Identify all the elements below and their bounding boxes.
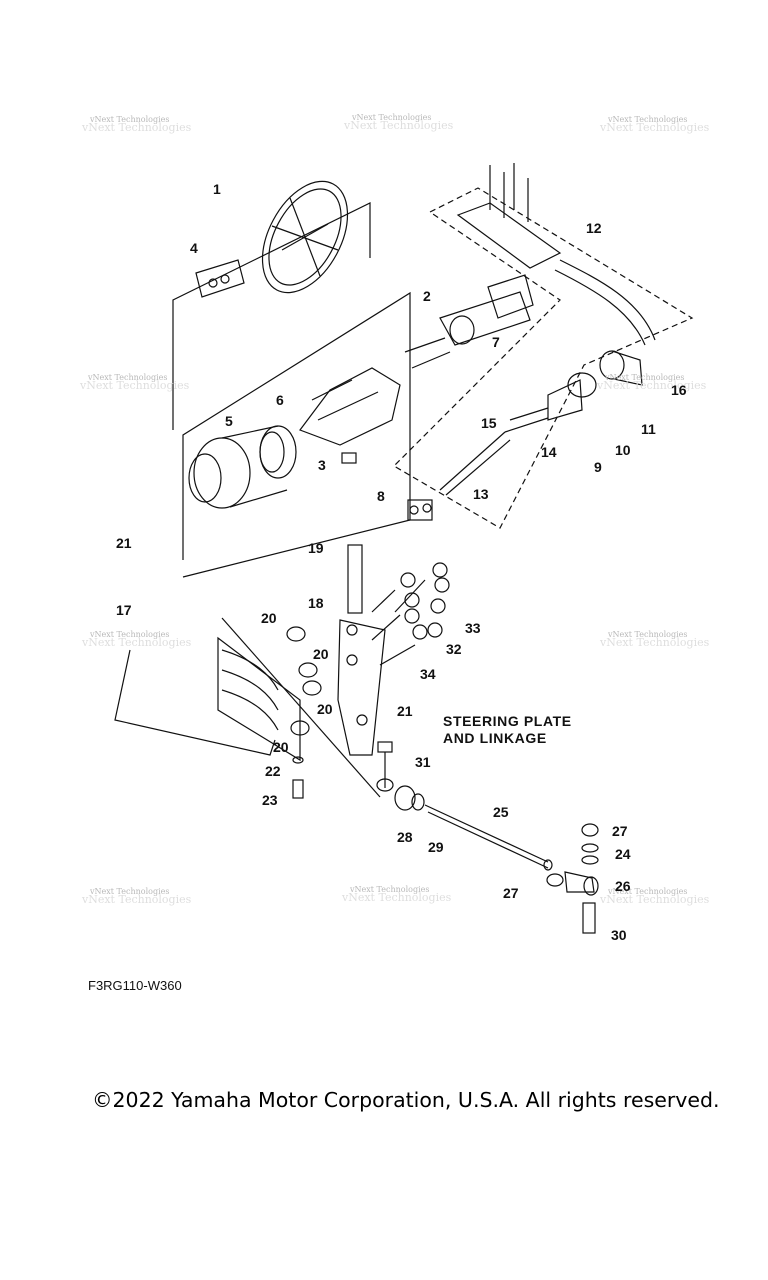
bracket-7 xyxy=(404,291,531,369)
section-title: STEERING PLATE AND LINKAGE xyxy=(443,713,572,747)
callout-label: 32 xyxy=(446,641,462,657)
callout-label: 30 xyxy=(611,927,627,943)
figure-code: F3RG110-W360 xyxy=(88,978,182,993)
boot-16 xyxy=(599,350,643,386)
callout-label: 11 xyxy=(641,421,656,437)
callout-label: 7 xyxy=(492,334,500,350)
copyright-notice: ©2022 Yamaha Motor Corporation, U.S.A. A… xyxy=(92,1088,720,1112)
ball-joint-28 xyxy=(376,778,425,811)
helm-mechanism xyxy=(299,367,401,464)
callout-label: 22 xyxy=(265,763,281,779)
callout-label: 23 xyxy=(262,792,278,808)
bolt-31 xyxy=(377,741,393,788)
callout-label: 1 xyxy=(213,181,221,197)
callout-label: 17 xyxy=(116,602,132,618)
callout-label: 18 xyxy=(308,595,324,611)
callout-label: 14 xyxy=(541,444,557,460)
tie-rod-25 xyxy=(424,804,553,871)
callout-label: 12 xyxy=(586,220,602,236)
cable-group-dashed-frame xyxy=(393,187,694,529)
callout-label: 10 xyxy=(615,442,631,458)
callout-label: 20 xyxy=(313,646,329,662)
plate-group-frame xyxy=(114,649,276,756)
joint-26 xyxy=(546,823,599,934)
callout-label: 2 xyxy=(423,288,431,304)
callout-label: 15 xyxy=(481,415,497,431)
section-title-line1: STEERING PLATE xyxy=(443,713,572,729)
section-title-line2: AND LINKAGE xyxy=(443,730,547,746)
cable-mount-12 xyxy=(456,163,656,346)
callout-label: 3 xyxy=(318,457,326,473)
bolt-23 xyxy=(292,756,304,799)
steering-wheel xyxy=(261,180,349,294)
wheel-group-frame xyxy=(172,202,371,430)
clips-20 xyxy=(286,626,322,736)
callout-label: 21 xyxy=(116,535,132,551)
steering-plate xyxy=(217,636,301,762)
hardware-4 xyxy=(195,259,245,298)
callout-label: 19 xyxy=(308,540,324,556)
callout-label: 13 xyxy=(473,486,489,502)
callout-label: 28 xyxy=(397,829,413,845)
studs-33-34 xyxy=(371,562,450,666)
callout-label: 21 xyxy=(397,703,413,719)
callout-label: 33 xyxy=(465,620,481,636)
helm-unit xyxy=(188,425,297,509)
callout-label: 25 xyxy=(493,804,509,820)
callout-label: 20 xyxy=(261,610,277,626)
shaft-19 xyxy=(347,544,363,614)
callout-label: 5 xyxy=(225,413,233,429)
callout-label: 31 xyxy=(415,754,431,770)
cable-assembly xyxy=(407,372,597,521)
callout-label: 9 xyxy=(594,459,602,475)
callout-label: 26 xyxy=(615,878,631,894)
callout-label: 20 xyxy=(273,739,289,755)
callout-label: 8 xyxy=(377,488,385,504)
callout-label: 24 xyxy=(615,846,631,862)
callout-label: 29 xyxy=(428,839,444,855)
upper-group-frame xyxy=(182,291,411,578)
callout-label: 4 xyxy=(190,240,198,256)
callout-label: 34 xyxy=(420,666,436,682)
callout-label: 27 xyxy=(503,885,519,901)
callout-label: 16 xyxy=(671,382,687,398)
callout-label: 20 xyxy=(317,701,333,717)
callout-label: 6 xyxy=(276,392,284,408)
bracket-18 xyxy=(337,619,386,756)
callout-label: 27 xyxy=(612,823,628,839)
